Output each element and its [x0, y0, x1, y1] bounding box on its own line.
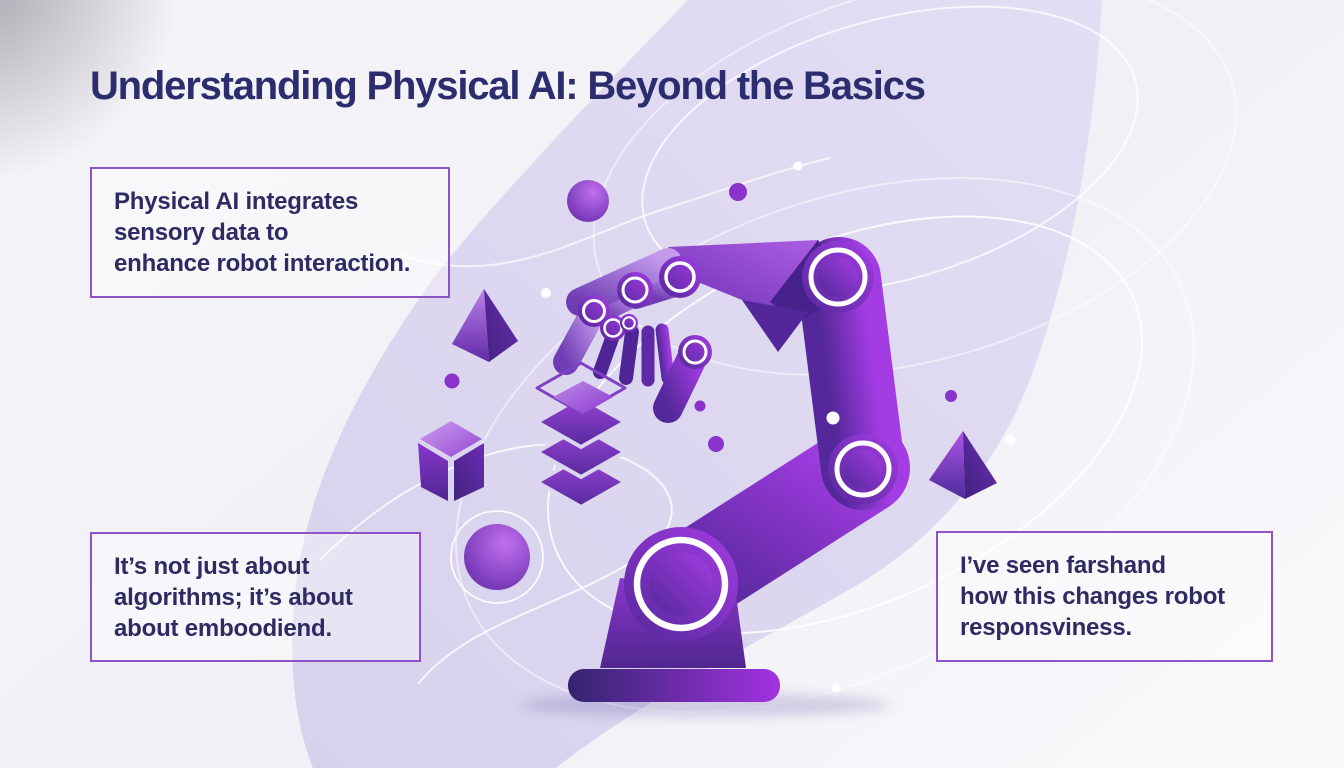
elbow-joint [828, 434, 898, 504]
callout-embodiment: It’s not just about algorithms; it’s abo… [90, 532, 421, 662]
accent-dots [444, 161, 1015, 693]
robot-arm [520, 237, 910, 717]
callout-line: enhance robot interaction. [114, 250, 411, 277]
callout-line: It’s not just about [114, 552, 310, 580]
floating-shapes [418, 161, 1015, 693]
callout-line: sensory data to [114, 219, 289, 246]
pyramid-right-icon [929, 431, 997, 499]
callout-line: responsviness. [960, 614, 1132, 641]
callout-line: Physical AI integrates [114, 188, 359, 215]
callout-sensory-data: Physical AI integrates sensory data to e… [90, 167, 450, 298]
callout-line: algorithms; it’s about [114, 583, 353, 611]
ringed-sphere-icon [450, 510, 544, 604]
pyramid-icon [452, 289, 518, 362]
callout-line: I’ve seen farshand [960, 552, 1166, 579]
callout-responsiveness: I’ve seen farshand how this changes robo… [936, 531, 1273, 662]
callout-line: about emboodiend. [114, 614, 332, 642]
cube-icon [418, 421, 484, 501]
page-title: Understanding Physical AI: Beyond the Ba… [90, 64, 926, 108]
base-joint [624, 527, 738, 641]
layer-stack-icon [532, 361, 630, 510]
wrist-joint [802, 241, 874, 313]
callout-line: how this changes robot [960, 583, 1225, 610]
knuckle-joints [578, 256, 712, 369]
robot-hand [553, 240, 852, 423]
sphere-icon [567, 180, 609, 222]
